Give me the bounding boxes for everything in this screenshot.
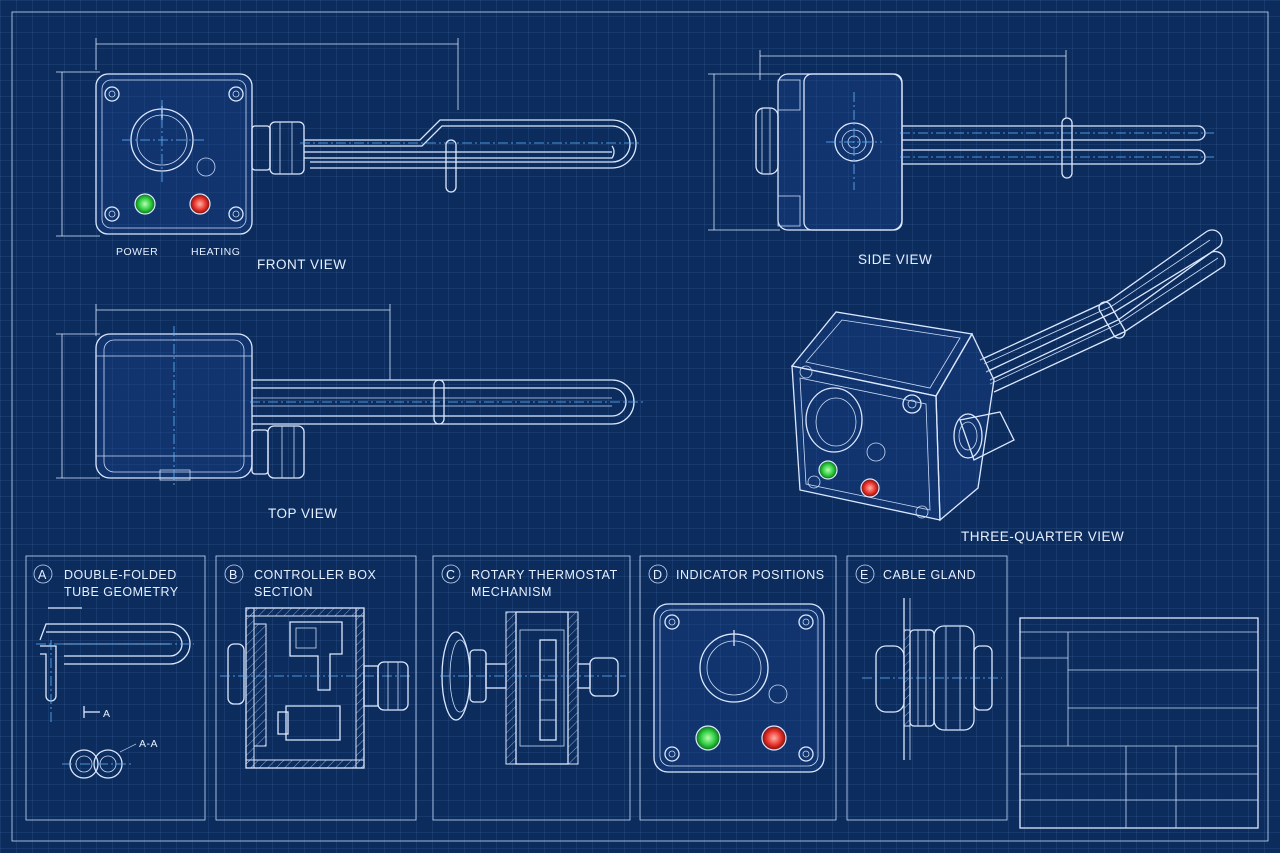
- panel-d-title-1: INDICATOR POSITIONS: [676, 568, 825, 582]
- panel-e-title-1: CABLE GLAND: [883, 568, 976, 582]
- panel-d-letter: D: [653, 568, 663, 582]
- top-view: [56, 304, 644, 486]
- panel-a-title-2: TUBE GEOMETRY: [64, 585, 179, 599]
- power-label: POWER: [116, 246, 158, 258]
- panel-c-title-2: MECHANISM: [471, 585, 552, 599]
- panel-a-letter: A: [38, 568, 47, 582]
- panel-b-title-1: CONTROLLER BOX: [254, 568, 376, 582]
- heating-label: HEATING: [191, 246, 240, 258]
- panel-e: E CABLE GLAND: [846, 555, 1008, 821]
- panel-c: C ROTARY THERMOSTAT MECHANISM: [432, 555, 631, 821]
- three-quarter-power-led: [818, 460, 838, 480]
- panel-b: B CONTROLLER BOX SECTION: [215, 555, 417, 821]
- side-view: [708, 50, 1214, 231]
- panel-c-title-1: ROTARY THERMOSTAT: [471, 568, 618, 582]
- heating-led: [189, 193, 211, 215]
- front-view-label: FRONT VIEW: [257, 257, 347, 272]
- three-quarter-heating-led: [860, 478, 880, 498]
- detail-power-led: [695, 725, 721, 751]
- cut-marker: A: [103, 708, 111, 720]
- sheet-border: [11, 11, 1269, 842]
- panel-c-letter: C: [446, 568, 456, 582]
- title-block: [1019, 617, 1259, 829]
- section-marker: A-A: [139, 738, 158, 750]
- side-view-label: SIDE VIEW: [858, 252, 932, 267]
- power-led: [134, 193, 156, 215]
- front-view: [56, 38, 640, 237]
- panel-b-letter: B: [229, 568, 238, 582]
- panel-a: A DOUBLE-FOLDED TUBE GEOMETRY A A-A: [25, 555, 206, 821]
- panel-b-title-2: SECTION: [254, 585, 313, 599]
- panel-e-letter: E: [860, 568, 869, 582]
- three-quarter-view-label: THREE-QUARTER VIEW: [961, 529, 1124, 544]
- panel-d: D INDICATOR POSITIONS: [639, 555, 837, 821]
- panel-a-title-1: DOUBLE-FOLDED: [64, 568, 177, 582]
- three-quarter-view: [790, 229, 1226, 522]
- detail-heating-led: [761, 725, 787, 751]
- top-view-label: TOP VIEW: [268, 506, 338, 521]
